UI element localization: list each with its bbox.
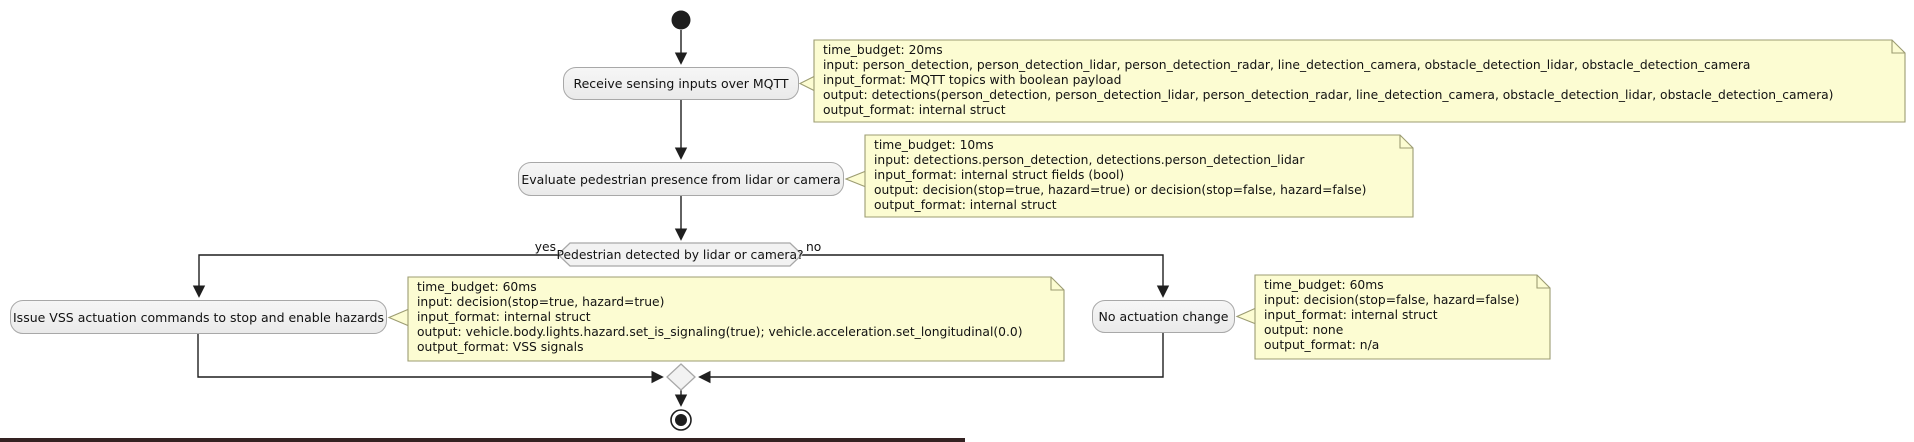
note-tail-receive (798, 75, 816, 92)
note-line: output: detections(person_detection, per… (823, 88, 1834, 102)
note-line: input_format: internal struct (1264, 308, 1438, 322)
activity-no-actuation-change: No actuation change (1092, 300, 1235, 333)
note-shape-issue (407, 276, 1065, 362)
merge-diamond (666, 363, 696, 391)
note-fold-issue (1050, 277, 1064, 291)
note-line: time_budget: 10ms (874, 138, 994, 152)
note-tail-nochange (1235, 307, 1257, 325)
branch-label-yes: yes (534, 240, 556, 254)
activity-issue-vss-commands: Issue VSS actuation commands to stop and… (10, 300, 387, 334)
note-fold-receive (1891, 40, 1905, 54)
note-line: output: decision(stop=true, hazard=true)… (874, 183, 1367, 197)
note-evaluate: time_budget: 10ms input: detections.pers… (874, 138, 1366, 213)
activity-receive-sensing: Receive sensing inputs over MQTT (563, 67, 799, 100)
note-line: input_format: internal struct (417, 310, 591, 324)
branch-label-no: no (806, 240, 822, 254)
note-shape-evaluate (864, 134, 1414, 218)
note-issue: time_budget: 60ms input: decision(stop=t… (417, 280, 1023, 355)
note-line: input: decision(stop=true, hazard=true) (417, 295, 665, 309)
note-line: output_format: n/a (1264, 338, 1380, 352)
note-line: output: none (1264, 323, 1344, 337)
note-line: input: detections.person_detection, dete… (874, 153, 1305, 167)
note-shape-nochange (1254, 274, 1551, 360)
note-line: time_budget: 60ms (1264, 278, 1384, 292)
note-line: output_format: VSS signals (417, 340, 584, 354)
note-line: time_budget: 20ms (823, 43, 943, 57)
arrow-nochange-to-merge (698, 333, 1164, 384)
note-tail-evaluate (844, 170, 867, 188)
note-fold-nochange (1536, 275, 1550, 289)
decision-question: Pedestrian detected by lidar or camera? (556, 247, 804, 262)
decision-hexagon (557, 242, 803, 267)
arrow-decision-yes-branch (192, 254, 558, 298)
note-line: input_format: internal struct fields (bo… (874, 168, 1125, 182)
arrow-decision-no-branch (802, 254, 1170, 298)
bottom-border-strip (0, 438, 965, 442)
end-node-dot (675, 414, 687, 426)
note-line: input: person_detection, person_detectio… (823, 58, 1751, 72)
note-shape-receive (813, 39, 1906, 123)
note-line: output_format: internal struct (823, 103, 1006, 117)
note-no-change: time_budget: 60ms input: decision(stop=f… (1264, 278, 1519, 353)
note-line: output_format: internal struct (874, 198, 1057, 212)
note-line: input: decision(stop=false, hazard=false… (1264, 293, 1520, 307)
note-fold-evaluate (1399, 135, 1413, 149)
note-line: output: vehicle.body.lights.hazard.set_i… (417, 325, 1023, 339)
arrow-issue-to-merge (197, 334, 664, 384)
note-tail-issue (387, 308, 410, 327)
start-node (671, 10, 691, 30)
note-receive: time_budget: 20ms input: person_detectio… (823, 43, 1833, 118)
activity-evaluate-pedestrian: Evaluate pedestrian presence from lidar … (518, 162, 844, 196)
note-line: input_format: MQTT topics with boolean p… (823, 73, 1122, 87)
note-line: time_budget: 60ms (417, 280, 537, 294)
